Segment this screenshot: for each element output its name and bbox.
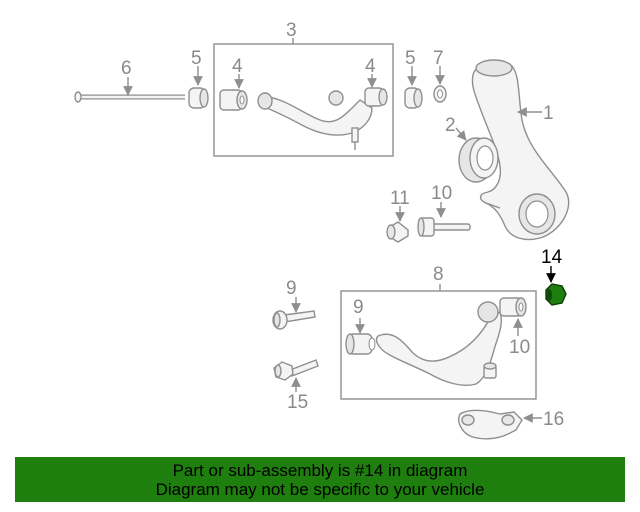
callout-7: 7 bbox=[433, 48, 444, 69]
part-16-bracket[interactable] bbox=[458, 409, 523, 440]
callout-1: 1 bbox=[543, 103, 554, 124]
callout-8: 8 bbox=[433, 264, 444, 285]
part-6-long-bolt[interactable] bbox=[74, 91, 185, 103]
upper-arm-group-box bbox=[213, 43, 394, 157]
callout-12: 10 bbox=[431, 183, 452, 204]
callout-14: 14 bbox=[541, 247, 563, 268]
callout-16: 16 bbox=[543, 409, 564, 430]
callout-2: 2 bbox=[445, 115, 456, 136]
highlight-banner: Part or sub-assembly is #14 in diagram D… bbox=[15, 457, 625, 502]
callout-4-right: 4 bbox=[365, 56, 376, 77]
lower-control-arm[interactable] bbox=[375, 301, 503, 386]
banner-line-2: Diagram may not be specific to your vehi… bbox=[155, 480, 485, 499]
part-5-bushing-right[interactable] bbox=[404, 87, 423, 109]
part-2-wheel-bearing[interactable] bbox=[458, 137, 499, 183]
part-14-highlighted[interactable] bbox=[545, 283, 567, 306]
part-10-bushing[interactable] bbox=[499, 297, 527, 317]
part-1-steering-knuckle[interactable] bbox=[471, 59, 570, 241]
upper-control-arm[interactable] bbox=[257, 90, 373, 150]
callout-9: 9 bbox=[353, 297, 364, 318]
callout-11: 9 bbox=[286, 278, 297, 299]
part-5-bushing-left[interactable] bbox=[188, 87, 209, 109]
part-4-bushing-left[interactable] bbox=[219, 89, 248, 111]
part-11-bolt[interactable] bbox=[272, 310, 316, 330]
callout-3: 3 bbox=[286, 20, 297, 41]
callout-13: 11 bbox=[390, 188, 410, 209]
banner-line-1: Part or sub-assembly is #14 in diagram bbox=[172, 461, 468, 480]
part-13-nut[interactable] bbox=[386, 221, 409, 243]
part-4-bushing-right[interactable] bbox=[364, 87, 388, 107]
part-7-nut[interactable] bbox=[433, 85, 447, 103]
callout-4-left: 4 bbox=[232, 56, 243, 77]
callout-10: 10 bbox=[509, 337, 530, 358]
callout-6: 6 bbox=[121, 58, 132, 79]
callout-15: 15 bbox=[287, 392, 308, 413]
callout-5-left: 5 bbox=[191, 48, 202, 69]
callout-5-right: 5 bbox=[405, 48, 416, 69]
part-9-bushing[interactable] bbox=[345, 333, 376, 355]
part-12-bolt[interactable] bbox=[417, 217, 471, 237]
part-15-bolt[interactable] bbox=[273, 359, 319, 381]
lower-arm-group-box bbox=[340, 290, 537, 400]
